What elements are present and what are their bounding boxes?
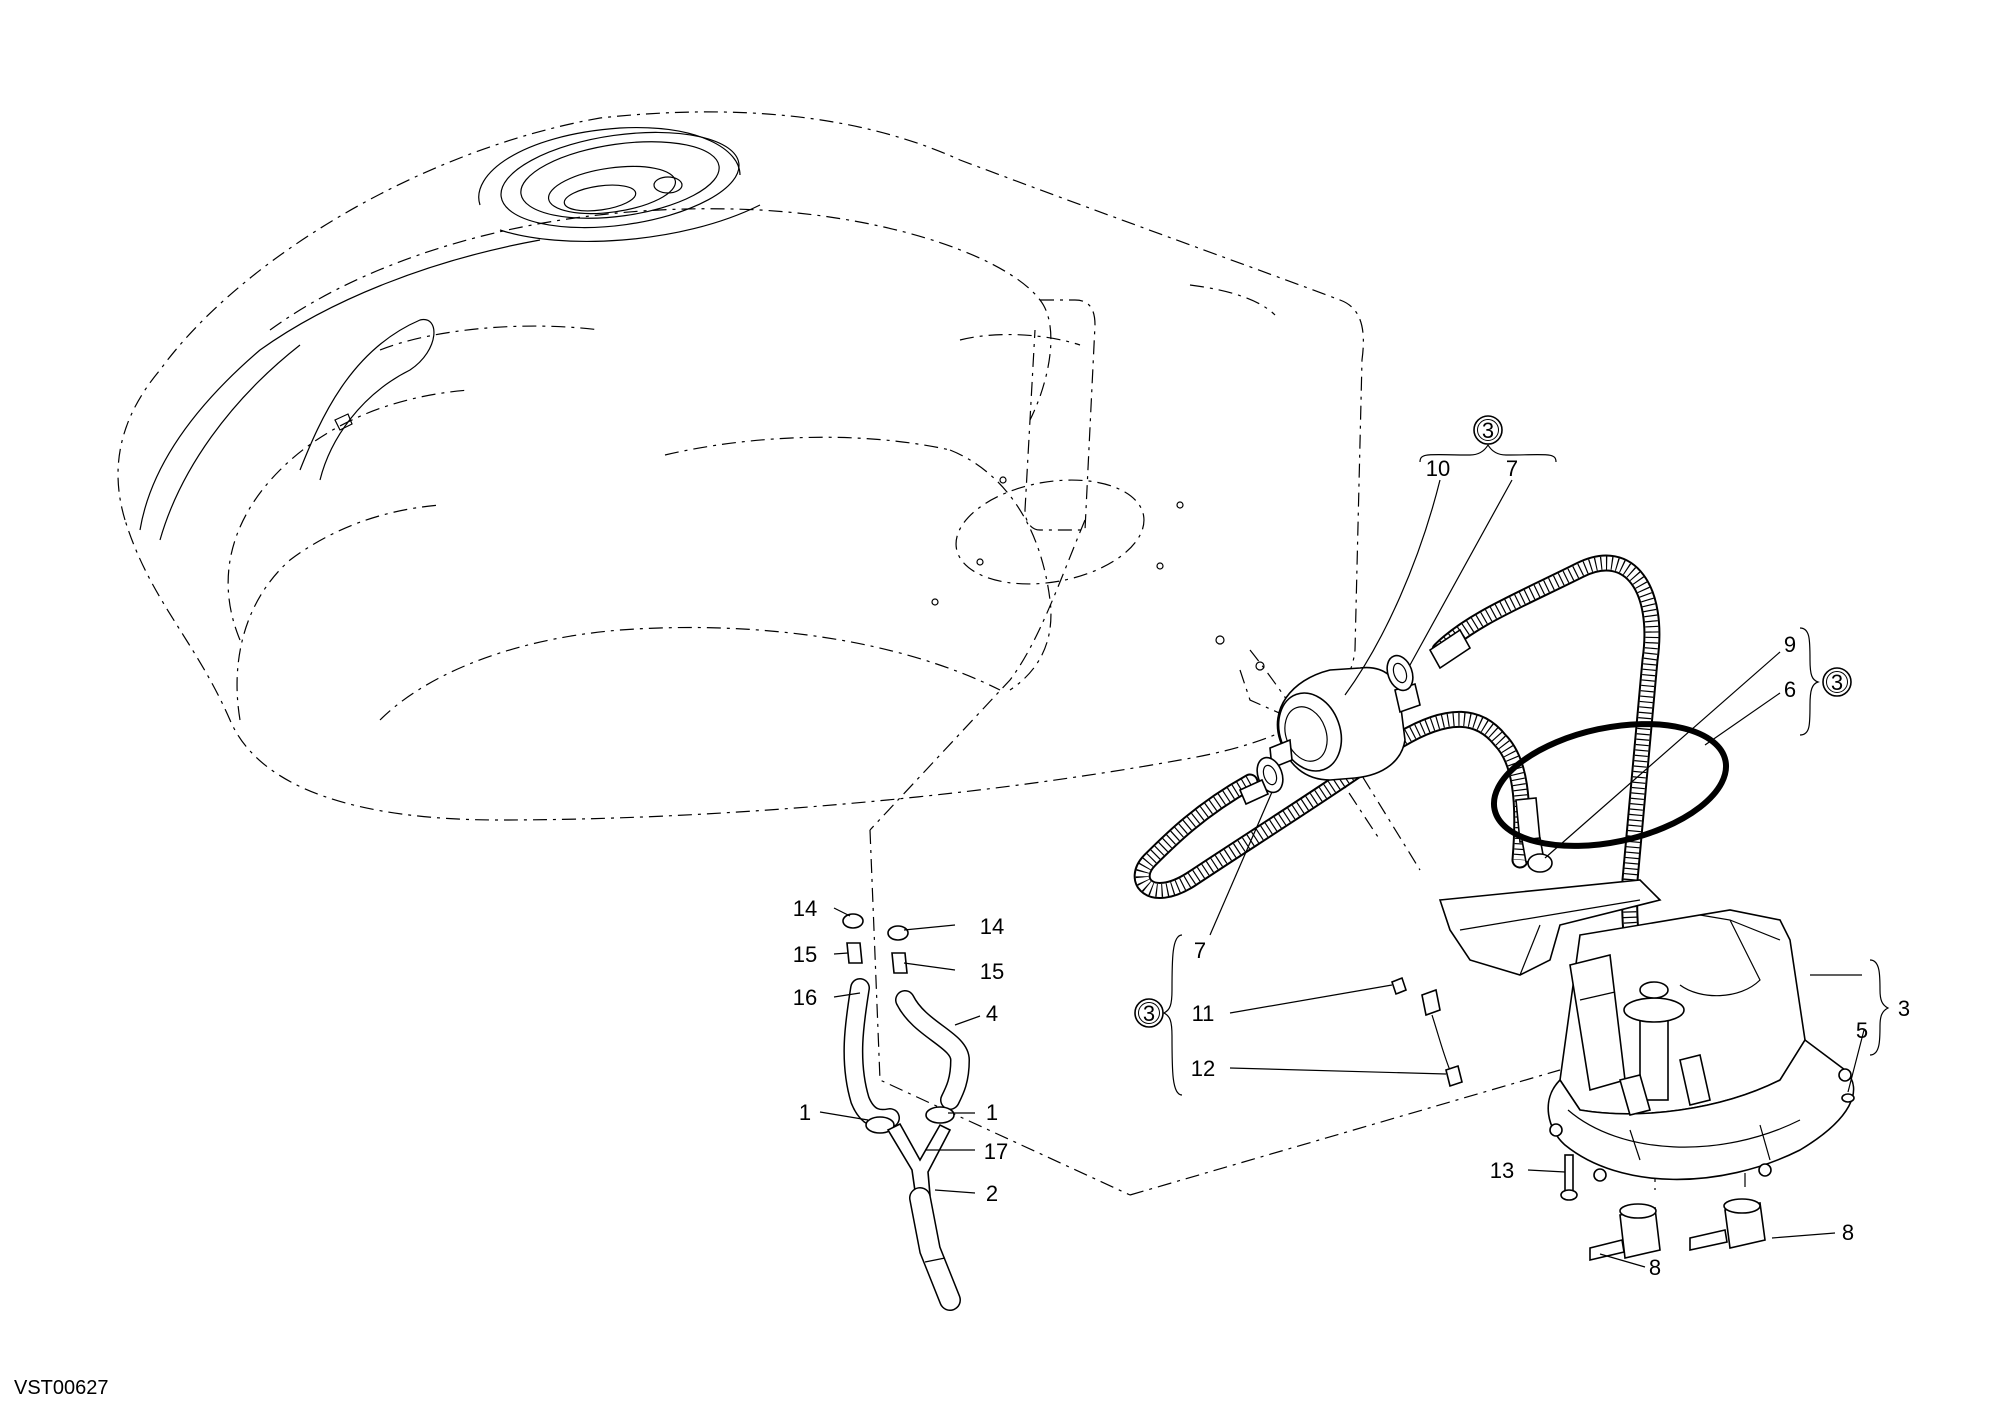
callout-14b: 14 [980,914,1004,939]
callout-4: 4 [986,1001,998,1026]
kit-marker-top: 3 [1473,415,1503,445]
kit-marker-left-label: 3 [1143,1001,1155,1026]
callout-15b: 15 [980,959,1004,984]
callout-1a: 1 [799,1100,811,1125]
leader-lines [819,479,1865,1268]
callout-5: 5 [1856,1018,1868,1043]
hose-clamp-9 [1527,853,1553,873]
callout-11: 11 [1192,1001,1215,1026]
callout-2: 2 [986,1181,998,1206]
callout-labels: 14 15 16 1 14 15 4 1 17 2 10 7 7 11 12 1… [793,456,1910,1280]
kit-marker-right-label: 3 [1831,670,1843,695]
callout-7-mid: 7 [1194,938,1206,963]
connector-12 [1421,988,1463,1088]
breather-hose-assembly [842,913,971,1311]
callout-8a: 8 [1649,1255,1661,1280]
callout-10: 10 [1426,456,1450,481]
callout-17: 17 [984,1139,1008,1164]
drawing-code: VST00627 [14,1377,109,1399]
fuel-filter-assembly [1133,554,1661,999]
quick-connectors-8 [1589,1198,1766,1262]
callout-16: 16 [793,985,817,1010]
callout-14a: 14 [793,896,817,921]
callout-7-top: 7 [1506,456,1518,481]
kit-braces [1162,443,1890,1096]
nut-11 [1391,976,1407,996]
kit-marker-right: 3 [1822,667,1852,697]
callout-3: 3 [1898,996,1910,1021]
callout-1b: 1 [986,1100,998,1125]
callout-13: 13 [1490,1158,1514,1183]
fuel-pump-assembly [1438,879,1855,1182]
fuel-tank [117,111,1364,821]
callout-6: 6 [1784,677,1796,702]
callout-8b: 8 [1842,1220,1854,1245]
washer-5 [1841,1093,1855,1103]
kit-marker-left: 3 [1134,998,1164,1028]
kit-marker-top-label: 3 [1482,418,1494,443]
callout-9: 9 [1784,632,1796,657]
o-ring-gasket [1490,721,1730,849]
fuel-filter [1269,666,1421,781]
callout-12: 12 [1191,1056,1215,1081]
callout-15a: 15 [793,942,817,967]
bolt-13 [1560,1154,1578,1201]
